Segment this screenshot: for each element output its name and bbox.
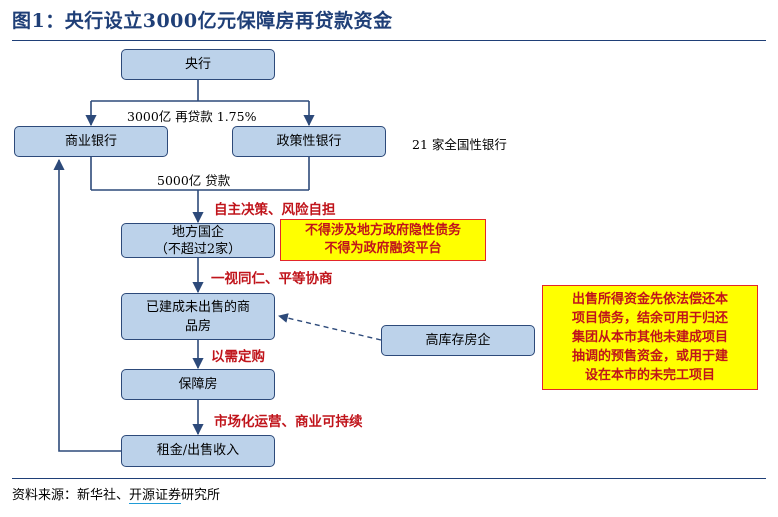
proceeds-line2: 项目债务，结余可用于归还 [571, 311, 728, 326]
equal-treatment-label: 一视同仁、平等协商 [211, 271, 333, 287]
rent-income-node: 租金/出售收入 [121, 435, 275, 467]
central-bank-node: 央行 [121, 49, 275, 80]
commercial-bank-label: 商业银行 [64, 133, 117, 149]
footer-divider [12, 478, 766, 479]
demand-based-label: 以需定购 [211, 349, 265, 365]
central-bank-label: 央行 [184, 56, 211, 72]
proceeds-line1: 出售所得资金先依法偿还本 [571, 292, 728, 307]
no-hidden-debt-note: 不得涉及地方政府隐性债务 不得为政府融资平台 [280, 219, 486, 261]
developer-label: 高库存房企 [425, 332, 491, 348]
local-soe-label: 地方国企 [171, 224, 224, 240]
policy-bank-node: 政策性银行 [232, 126, 386, 157]
self-decision-label: 自主决策、风险自担 [214, 202, 336, 218]
developer-dashed-arrow [278, 313, 382, 341]
policy-bank-label: 政策性银行 [276, 133, 342, 149]
proceeds-line5: 设在本市的未完工项目 [584, 368, 715, 383]
title-divider [12, 40, 766, 41]
feedback-loop-arrow [53, 158, 121, 452]
unsold-housing-node: 已建成未出售的商 品房 [121, 293, 275, 340]
page-title: 图1：央行设立3000亿元保障房再贷款资金 [12, 10, 393, 32]
relending-label: 3000亿 再贷款 1.75% [127, 109, 257, 124]
source-note: 资料来源：新华社、开源证券研究所 [12, 484, 221, 504]
source-suffix: 研究所 [181, 488, 221, 503]
unsold-housing-label-line2: 品房 [184, 318, 211, 334]
rent-income-label: 租金/出售收入 [156, 443, 240, 458]
proceeds-usage-note: 出售所得资金先依法偿还本 项目债务，结余可用于归还 集团从本市其他未建成项目 抽… [542, 285, 758, 390]
commercial-bank-node: 商业银行 [14, 126, 168, 157]
no-hidden-debt-line1: 不得涉及地方政府隐性债务 [304, 223, 461, 238]
state-banks-label: 21 家全国性银行 [412, 137, 507, 152]
local-soe-node: 地方国企 （不超过2家） [121, 223, 275, 258]
high-inventory-developer-node: 高库存房企 [381, 325, 535, 356]
unsold-housing-label-line1: 已建成未出售的商 [145, 299, 250, 315]
market-operation-label: 市场化运营、商业可持续 [214, 414, 363, 430]
loan-label: 5000亿 贷款 [157, 173, 231, 188]
proceeds-line4: 抽调的预售资金，或用于建 [571, 349, 728, 364]
affordable-housing-node: 保障房 [121, 369, 275, 400]
no-hidden-debt-line2: 不得为政府融资平台 [324, 241, 442, 256]
source-highlight: 开源证券 [129, 488, 182, 504]
local-soe-limit-label: （不超过2家） [154, 241, 242, 257]
proceeds-line3: 集团从本市其他未建成项目 [571, 330, 728, 345]
source-prefix: 资料来源：新华社、 [12, 488, 130, 503]
affordable-housing-label: 保障房 [178, 376, 218, 392]
